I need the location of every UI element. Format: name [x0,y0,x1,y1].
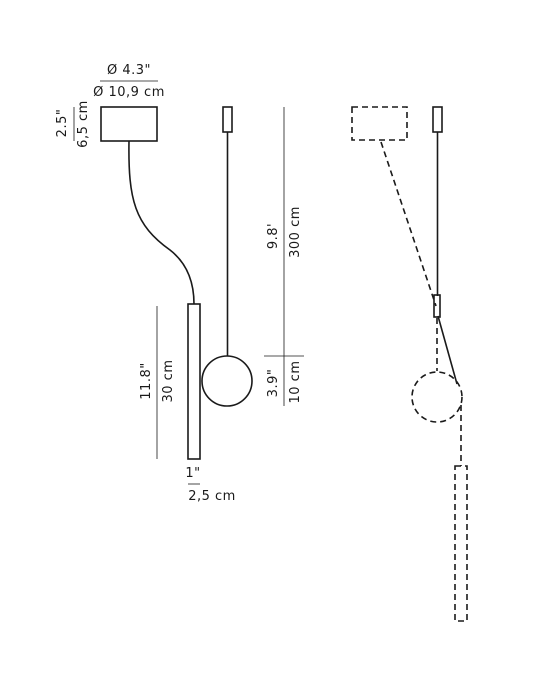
tube-light [187,303,201,460]
sphere-diameter-cm-label: 10 cm [288,361,303,404]
tube-length-in-label: 11.8" [139,362,154,399]
tube-length-cm-label: 30 cm [161,360,176,403]
alt-tube-dashed [454,465,468,622]
cable-length-cm-label: 300 cm [288,206,303,258]
alternate-configuration-view [351,106,468,622]
canopy-height-cm-label: 6,5 cm [76,100,91,148]
alt-canopy-dashed [351,106,408,141]
power-cable [128,140,195,305]
alt-angled-tube [437,315,458,385]
alt-clamp [433,294,441,318]
canopy-height-in-label: 2.5" [55,109,70,138]
tube-diameter-cm-label: 2,5 cm [188,489,236,504]
ceiling-canopy [100,106,158,142]
dimensioned-view: Ø 4.3" Ø 10,9 cm 2.5" 6,5 cm 11.8" 30 cm… [55,63,304,504]
sphere-light [201,355,253,407]
canopy-diameter-cm-label: Ø 10,9 cm [93,85,165,100]
alt-small-canopy [432,106,443,133]
alt-sphere-dashed [411,371,463,423]
sphere-diameter-in-label: 3.9" [266,369,281,398]
alt-power-cable-dashed [380,141,437,307]
tube-diameter-in-label: 1" [185,466,200,481]
small-canopy [222,106,233,133]
canopy-diameter-in-label: Ø 4.3" [107,63,151,78]
cable-length-ft-label: 9.8' [266,223,281,249]
